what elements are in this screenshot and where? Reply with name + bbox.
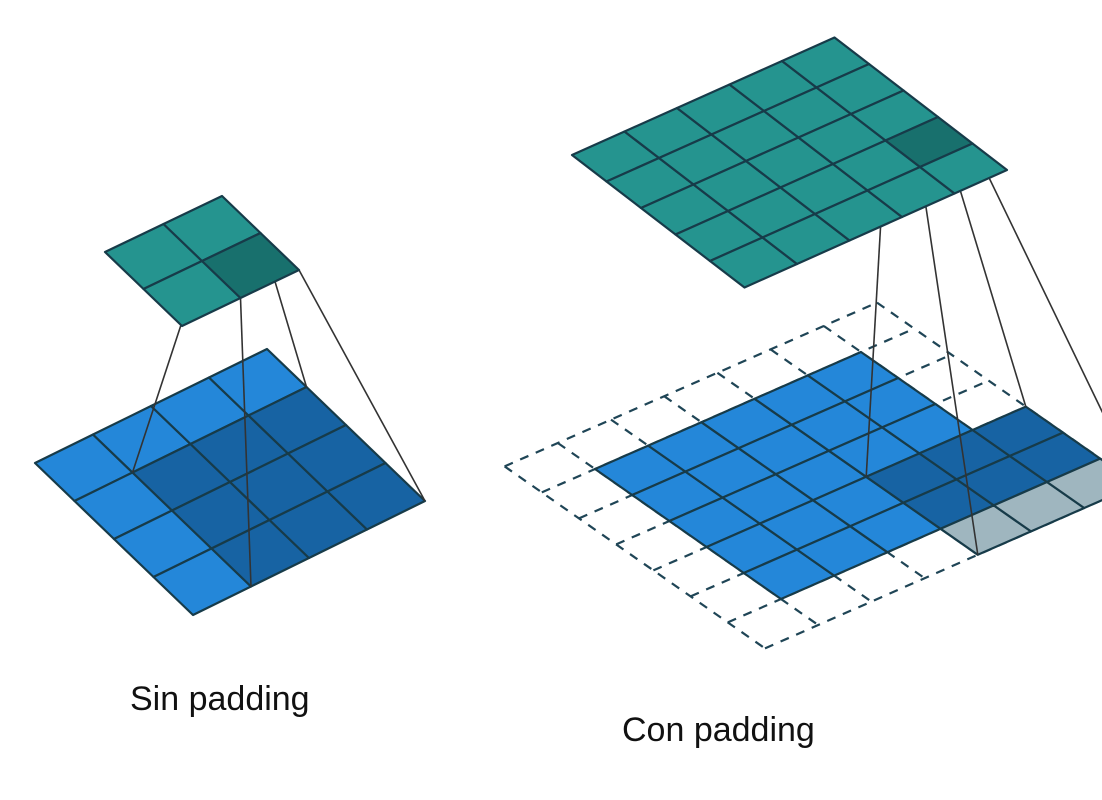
padding-dashed-line [503,465,766,650]
projection-line [971,143,1102,414]
padding-dashed-line [876,301,1102,462]
caption-no-padding: Sin padding [130,680,310,718]
with-padding-input-grid [593,350,1102,601]
no-padding-output-grid [103,194,301,328]
output-cell [200,231,301,300]
no-padding-input-grid [33,347,427,617]
projection-line [298,269,426,502]
projection-line [919,166,979,555]
output-cell [918,142,1009,195]
no-padding-diagram [33,194,427,617]
with-padding-output-grid [570,36,1009,289]
projection-line [239,297,252,587]
padding-cell [1045,457,1102,510]
with-padding-diagram [503,36,1102,650]
caption-with-padding: Con padding [622,711,815,749]
